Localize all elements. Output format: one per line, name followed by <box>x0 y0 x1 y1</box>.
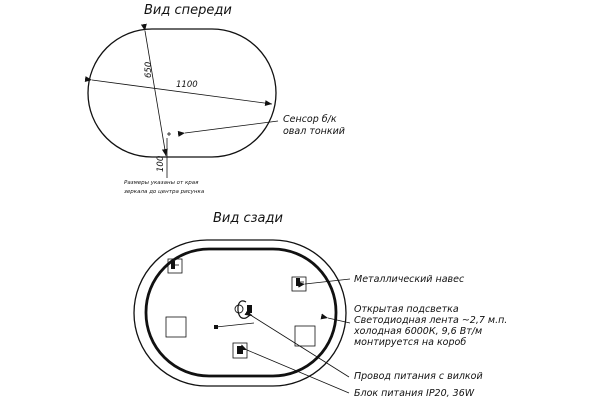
back-view: Вид сзади <box>133 211 510 399</box>
callout-led-lighting: Открытая подсветка Светодиодная лента ~2… <box>353 304 510 348</box>
sensor-symbol <box>167 132 171 136</box>
led-box-outline <box>144 247 338 378</box>
back-view-title: Вид сзади <box>213 211 283 226</box>
power-wire <box>215 322 255 328</box>
mount-square-bottom-left <box>165 316 187 338</box>
metal-hanger-left <box>167 258 183 274</box>
sensor-label: Сенсор б/к овал тонкий <box>283 114 345 137</box>
callout-metal-hanger: Металлический навес <box>354 274 465 285</box>
height-dimension-line <box>140 23 168 157</box>
front-mirror-outline <box>87 28 277 158</box>
power-cable <box>234 300 253 319</box>
front-view-title: Вид спереди <box>144 3 232 18</box>
width-dimension-line <box>84 76 273 107</box>
width-dimension-label: 1100 <box>176 80 198 90</box>
callout-leader-cable <box>244 309 350 378</box>
sensor-leader <box>177 120 279 137</box>
mount-square-bottom-right <box>294 325 316 347</box>
height-dimension-label: 650 <box>144 62 154 78</box>
power-supply-unit <box>232 342 248 359</box>
callout-power-supply: Блок питания IP20, 36W <box>354 388 475 399</box>
offset-dimension-label: 100 <box>156 156 166 172</box>
back-mirror-outline <box>133 239 347 387</box>
callout-power-cable: Провод питания с вилкой <box>354 371 483 382</box>
callout-leader-led <box>320 313 351 324</box>
metal-hanger-right <box>291 276 307 292</box>
callout-leader-psu <box>239 344 350 394</box>
callout-leader-hanger <box>297 278 351 288</box>
dimension-footnote: Размеры указаны от края зеркала до центр… <box>124 180 205 195</box>
front-view: Вид спереди 650 1100 Сенсор б/к овал тон… <box>84 3 345 195</box>
